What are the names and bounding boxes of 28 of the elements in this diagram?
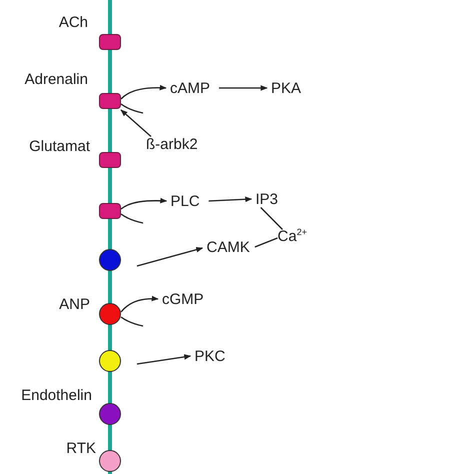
connector-line	[260, 207, 283, 230]
molecule-label: cAMP	[169, 80, 212, 96]
arrow	[120, 110, 152, 137]
arrow	[136, 246, 204, 267]
arrow	[120, 198, 168, 210]
ligand-label: Adrenalin	[24, 72, 88, 87]
arrow	[120, 296, 159, 312]
arrow	[208, 196, 252, 202]
molecule-label: CAMK	[206, 238, 251, 256]
arrow	[136, 354, 192, 365]
ligand-label: RTK	[66, 441, 96, 456]
ligand-label: Glutamat	[29, 139, 90, 154]
arrow	[219, 85, 268, 91]
ligand-label: Endothelin	[21, 388, 92, 403]
molecule-label: PKA	[270, 80, 302, 96]
molecule-label: IP3	[254, 190, 280, 208]
receptor-circle	[99, 249, 121, 271]
molecule-label: Ca$^{2+}$	[276, 228, 308, 244]
ligand-label: ACh	[58, 15, 88, 30]
receptor-box	[99, 203, 121, 219]
molecule-label: cGMP	[161, 290, 205, 308]
arrow	[120, 84, 167, 100]
receptor-circle	[99, 350, 121, 372]
molecule-label: PLC	[170, 192, 201, 210]
ligand-label: ANP	[59, 297, 90, 312]
molecule-label: PKC	[194, 348, 226, 364]
molecule-label: ß-arbk2	[145, 136, 199, 152]
connector-line	[254, 237, 278, 248]
